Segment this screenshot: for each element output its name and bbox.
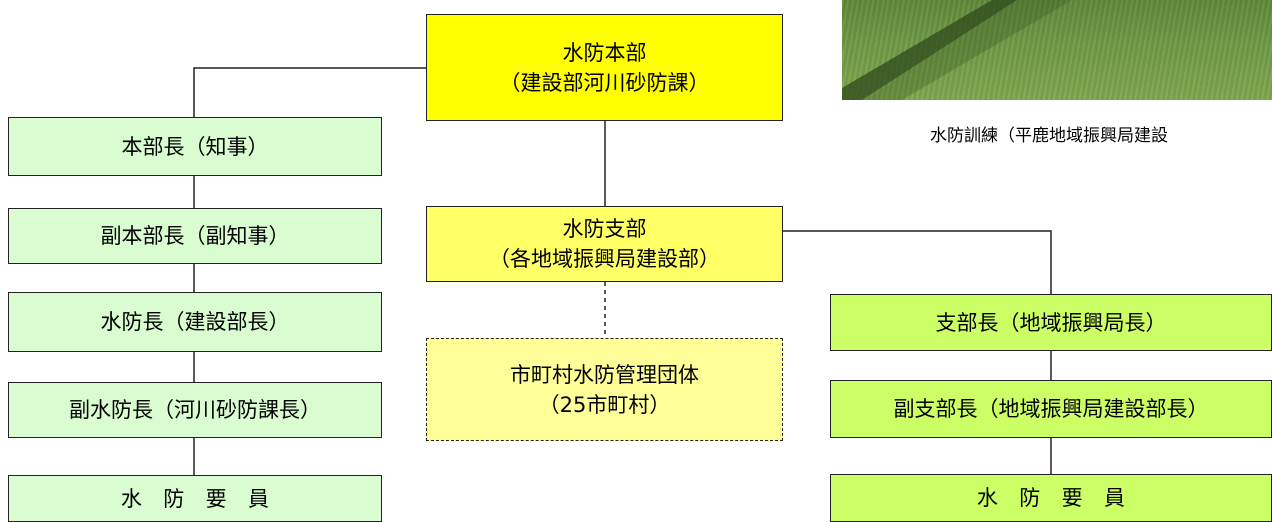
flood-hq-title: 水防本部: [562, 40, 647, 65]
left-chain-label-2: 副本部長（副知事）: [100, 224, 290, 248]
left-chain-box-1: 本部長（知事）: [8, 117, 382, 176]
left-chain-label-3: 水防長（建設部長）: [100, 310, 290, 334]
right-chain-label-1: 支部長（地域振興局長）: [935, 310, 1167, 335]
connector-hq-to-left: [193, 67, 426, 117]
left-chain-label-1: 本部長（知事）: [121, 134, 269, 159]
flood-branch-subtitle: （各地域振興局建設部）: [489, 247, 720, 271]
municipal-body-box: 市町村水防管理団体 （25市町村）: [426, 338, 783, 441]
municipal-body-subtitle: （25市町村）: [538, 392, 671, 417]
flood-hq-subtitle: （建設部河川砂防課）: [499, 70, 710, 95]
left-chain-label-5: 水 防 要 員: [120, 486, 277, 511]
left-chain-box-5: 水 防 要 員: [8, 475, 382, 522]
right-chain-label-3: 水 防 要 員: [976, 486, 1133, 510]
left-chain-box-2: 副本部長（副知事）: [8, 208, 382, 264]
training-photo: [842, 0, 1272, 100]
left-chain-box-4: 副水防長（河川砂防課長）: [8, 382, 382, 438]
right-chain-box-2: 副支部長（地域振興局建設部長）: [830, 380, 1272, 438]
right-chain-box-3: 水 防 要 員: [830, 474, 1272, 522]
right-chain-label-2: 副支部長（地域振興局建設部長）: [893, 397, 1209, 421]
left-chain-box-3: 水防長（建設部長）: [8, 292, 382, 352]
photo-caption: 水防訓練（平鹿地域振興局建設: [930, 126, 1168, 146]
flood-branch-box: 水防支部 （各地域振興局建設部）: [426, 206, 783, 282]
right-chain-box-1: 支部長（地域振興局長）: [830, 294, 1272, 351]
photo-shadow-graphic: [842, 0, 1072, 100]
connector-branch-to-right: [783, 230, 1052, 294]
municipal-body-title: 市町村水防管理団体: [510, 362, 699, 387]
left-chain-label-4: 副水防長（河川砂防課長）: [69, 398, 321, 422]
flood-branch-title: 水防支部: [562, 217, 647, 241]
flood-hq-box: 水防本部 （建設部河川砂防課）: [426, 14, 783, 121]
